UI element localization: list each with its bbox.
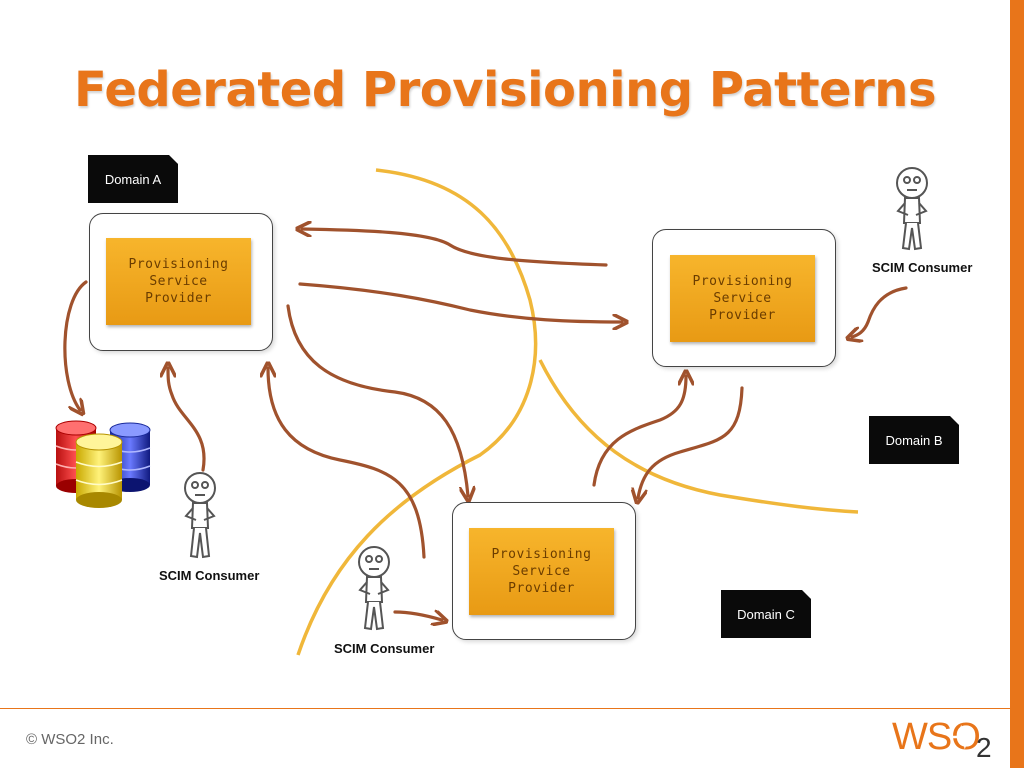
scim-consumer-c-label: SCIM Consumer	[334, 641, 435, 656]
user-icon	[358, 546, 390, 631]
service-provider-c: Provisioning Service Provider	[452, 502, 636, 640]
arrow-a-to-b	[298, 282, 622, 322]
wso2-logo: WSO 2	[892, 713, 1002, 766]
service-provider-c-panel: Provisioning Service Provider	[469, 528, 614, 615]
arrow-a-to-datastore	[63, 280, 88, 410]
arrow-c-to-a	[268, 368, 426, 559]
domain-boundary	[296, 168, 859, 656]
scim-consumer-b-label: SCIM Consumer	[872, 260, 973, 275]
user-icon	[184, 472, 216, 559]
domain-c-tag: Domain C	[721, 590, 811, 638]
service-provider-a-panel: Provisioning Service Provider	[106, 238, 251, 325]
service-provider-a-label: Provisioning Service Provider	[128, 257, 229, 306]
logo-subscript: 2	[976, 732, 992, 761]
service-provider-b: Provisioning Service Provider	[652, 229, 836, 367]
logo-wordmark: WSO	[892, 716, 980, 758]
domain-b-tag: Domain B	[869, 416, 959, 464]
page-title: Federated Provisioning Patterns	[73, 62, 937, 118]
heartbeat-icon	[952, 724, 974, 750]
database-icon	[55, 420, 151, 508]
service-provider-b-panel: Provisioning Service Provider	[670, 255, 815, 342]
domain-a-tag: Domain A	[88, 155, 178, 203]
scim-consumer-a-label: SCIM Consumer	[159, 568, 260, 583]
diagram-canvas	[55, 167, 928, 656]
arrow-b-to-c	[638, 386, 744, 498]
arrow-b-to-a	[302, 229, 608, 267]
service-provider-b-label: Provisioning Service Provider	[692, 274, 793, 323]
arrow-a-to-c	[286, 304, 468, 496]
footer-divider	[0, 708, 1010, 709]
arrow-consumer-a-to-sp-a	[168, 368, 206, 472]
right-accent-bar	[1010, 0, 1024, 768]
copyright-text: © WSO2 Inc.	[26, 731, 114, 748]
arrow-c-to-b	[592, 376, 686, 487]
arrow-consumer-b-to-sp-b	[852, 286, 908, 337]
service-provider-a: Provisioning Service Provider	[89, 213, 273, 351]
service-provider-c-label: Provisioning Service Provider	[491, 547, 592, 596]
user-icon	[896, 167, 928, 251]
arrow-consumer-c-to-sp-c	[393, 612, 442, 620]
